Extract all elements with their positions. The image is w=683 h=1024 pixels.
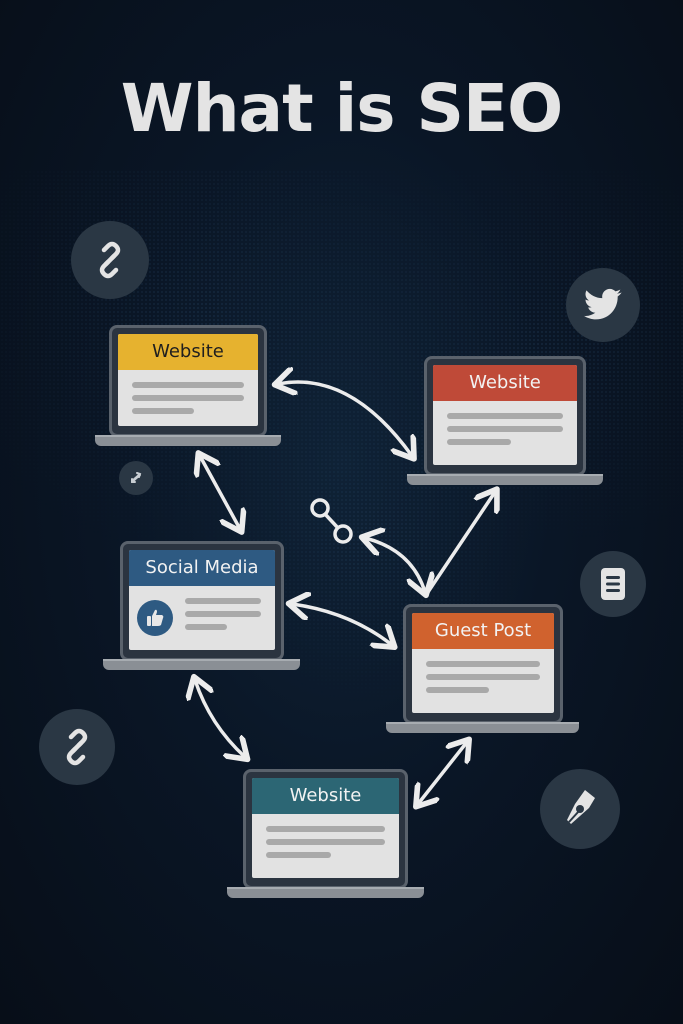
chain-link-icon — [310, 498, 353, 544]
link-icon — [39, 709, 115, 785]
page-title: What is SEO — [120, 70, 563, 147]
laptop-header: Website — [433, 365, 577, 401]
twitter-bird-icon — [566, 268, 640, 342]
pen-nib-icon — [540, 769, 620, 849]
arrow-guest-post-to-website-red — [426, 492, 495, 594]
arrow-guest-post-to-chain-link — [365, 538, 425, 592]
arrow-website-yellow-to-website-red — [278, 382, 412, 456]
arrow-social-media-to-website-teal — [195, 680, 245, 757]
laptop-website-red: Website — [407, 356, 603, 486]
laptop-website-teal: Website — [227, 769, 424, 899]
laptop-header: Website — [118, 334, 258, 370]
laptop-header: Website — [252, 778, 399, 814]
swap-arrows-icon — [119, 461, 153, 495]
link-icon — [71, 221, 149, 299]
arrow-social-media-to-guest-post — [292, 604, 392, 645]
laptop-website-yellow: Website — [95, 325, 281, 446]
laptop-header: Guest Post — [412, 613, 554, 649]
document-icon — [580, 551, 646, 617]
thumbs-up-icon — [137, 600, 173, 636]
arrow-website-yellow-to-social-media — [200, 456, 240, 529]
laptop-guest-post: Guest Post — [386, 604, 579, 734]
laptop-header: Social Media — [129, 550, 275, 586]
arrow-website-teal-to-guest-post — [418, 742, 467, 804]
laptop-social-media: Social Media — [103, 541, 300, 671]
